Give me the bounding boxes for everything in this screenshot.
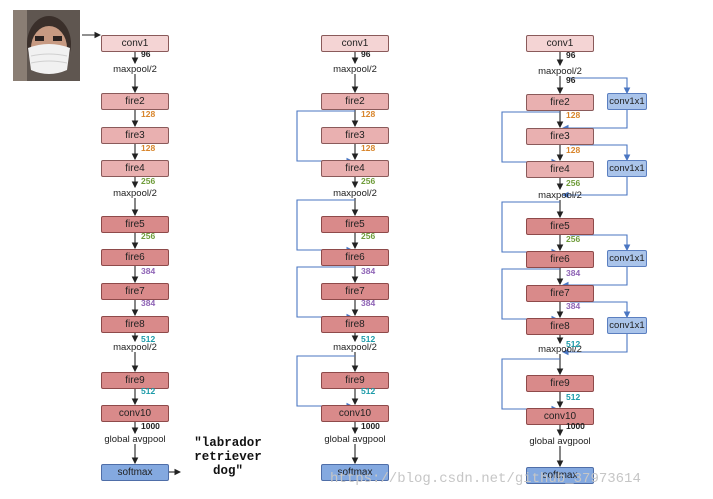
op-label: maxpool/2 [538,344,582,355]
channel-label: 384 [361,266,376,276]
prediction-line: retriever [194,450,262,464]
channel-label: 128 [566,145,581,155]
channel-label: 256 [141,231,156,241]
op-label: maxpool/2 [538,66,582,77]
layer-fire8: fire8 [101,316,169,333]
layer-fire5: fire5 [321,216,389,233]
channel-label: 128 [361,109,376,119]
layer-softmax: softmax [101,464,169,481]
complex-bypass-in [570,301,631,319]
face-with-mask-photo-icon [13,10,80,81]
channel-label: 256 [566,234,581,244]
channel-label: 384 [566,301,581,311]
channel-label: 384 [361,298,376,308]
layer-fire9: fire9 [526,375,594,392]
complex-bypass-in [570,77,631,95]
op-label: maxpool/2 [333,342,377,353]
channel-label: 384 [141,298,156,308]
op-label: global avgpool [104,434,166,445]
op-label: global avgpool [324,434,386,445]
layer-fire3: fire3 [321,127,389,144]
channel-label: 128 [566,110,581,120]
channel-label: 512 [141,386,156,396]
layer-conv1: conv1 [526,35,594,52]
prediction-line: dog" [212,464,243,478]
layer-fire8: fire8 [321,316,389,333]
channel-label: 1000 [141,421,160,431]
layer-softmax: softmax [526,467,594,484]
layer-fire3: fire3 [526,128,594,145]
layer-fire3: fire3 [101,127,169,144]
op-label: maxpool/2 [113,342,157,353]
complex-bypass-out [561,334,628,356]
layer-fire9: fire9 [321,372,389,389]
op-label: global avgpool [529,436,591,447]
complex-bypass-in [570,144,631,162]
layer-fire8: fire8 [526,318,594,335]
layer-fire4: fire4 [101,160,169,177]
layer-fire5: fire5 [101,216,169,233]
channel-label: 512 [566,339,581,349]
channel-label: 96 [361,49,371,59]
layer-fire2: fire2 [101,93,169,110]
layer-conv1: conv1 [321,35,389,52]
channel-label: 256 [566,178,581,188]
op-label: maxpool/2 [113,64,157,75]
channel-label: 512 [361,334,376,344]
channel-label: 128 [361,143,376,153]
channel-label: 1000 [361,421,380,431]
layer-fire7: fire7 [321,283,389,300]
op-label: maxpool/2 [113,188,157,199]
layer-fire4: fire4 [321,160,389,177]
layer-fire2: fire2 [526,94,594,111]
layer-fire7: fire7 [101,283,169,300]
conv1x1-box: conv1x1 [607,250,647,267]
channel-label: 512 [566,392,581,402]
channel-label: 128 [141,109,156,119]
layer-fire5: fire5 [526,218,594,235]
channel-label: 96 [141,49,151,59]
channel-label: 256 [361,176,376,186]
channel-label: 512 [361,386,376,396]
layer-conv10: conv10 [526,408,594,425]
layer-fire6: fire6 [101,249,169,266]
op-label: maxpool/2 [333,188,377,199]
conv1x1-box: conv1x1 [607,160,647,177]
op-label: maxpool/2 [333,64,377,75]
channel-label: 96 [566,50,576,60]
layer-fire6: fire6 [321,249,389,266]
channel-label: 128 [141,143,156,153]
channel-label: 256 [361,231,376,241]
channel-label: 512 [141,334,156,344]
prediction-label: "labrador retriever dog" [183,436,273,478]
complex-bypass-in [570,234,631,252]
complex-bypass-out [561,177,628,199]
conv1x1-box: conv1x1 [607,317,647,334]
channel-label: 256 [141,176,156,186]
layer-conv10: conv10 [101,405,169,422]
layer-conv1: conv1 [101,35,169,52]
layer-fire9: fire9 [101,372,169,389]
layer-conv10: conv10 [321,405,389,422]
op-label: maxpool/2 [538,190,582,201]
channel-label: 384 [141,266,156,276]
conv1x1-box: conv1x1 [607,93,647,110]
layer-fire6: fire6 [526,251,594,268]
channel-label: 384 [566,268,581,278]
prediction-line: "labrador [194,436,262,450]
layer-fire7: fire7 [526,285,594,302]
input-photo [13,10,80,81]
layer-fire4: fire4 [526,161,594,178]
channel-label: 1000 [566,421,585,431]
watermark: https://blog.csdn.net/github_37973614 [330,471,641,487]
layer-softmax: softmax [321,464,389,481]
layer-fire2: fire2 [321,93,389,110]
channel-label: 96 [566,75,576,85]
